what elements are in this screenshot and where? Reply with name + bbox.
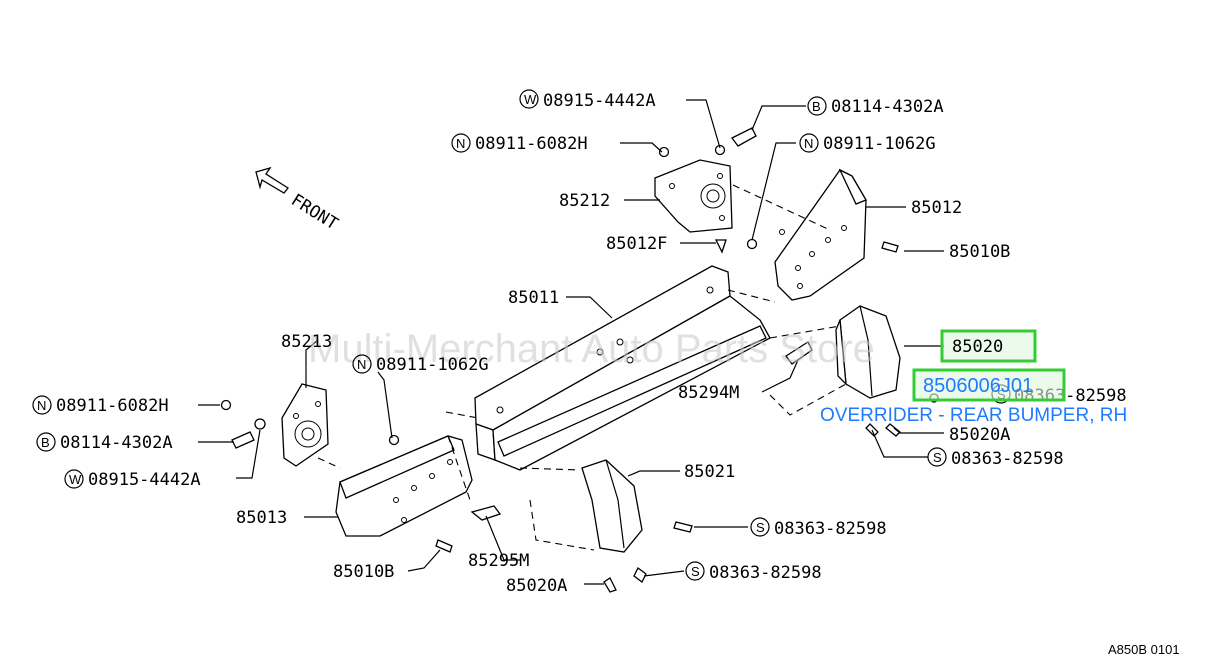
callout-b-08114-4302a-top[interactable]: B 08114-4302A — [807, 96, 944, 117]
svg-text:W: W — [69, 472, 82, 487]
callout-n-08911-6082h-left[interactable]: N 08911-6082H — [32, 395, 169, 416]
callout-85010b-right[interactable]: 85010B — [949, 242, 1010, 262]
svg-text:08915-4442A: 08915-4442A — [543, 91, 656, 111]
svg-text:08363-82598: 08363-82598 — [709, 563, 822, 583]
svg-text:N: N — [357, 357, 366, 372]
callout-85020a-right[interactable]: 85020A — [949, 425, 1010, 445]
callout-85020a-bottom[interactable]: 85020A — [506, 576, 567, 596]
svg-text:N: N — [804, 136, 813, 151]
catalog-number-link[interactable]: 8506006J01 — [923, 375, 1033, 397]
callout-85012f[interactable]: 85012F — [606, 234, 667, 254]
highlight-catalog-link[interactable]: 8506006J01 — [912, 368, 1066, 402]
svg-text:S: S — [756, 520, 765, 535]
svg-text:08114-4302A: 08114-4302A — [60, 433, 173, 453]
svg-text:08114-4302A: 08114-4302A — [831, 97, 944, 117]
callout-85013[interactable]: 85013 — [236, 508, 287, 528]
svg-text:08363-82598: 08363-82598 — [774, 519, 887, 539]
callout-b-08114-4302a-left[interactable]: B 08114-4302A — [36, 432, 173, 453]
bracket-85294m — [785, 341, 813, 365]
bracket-85295m — [470, 505, 502, 521]
svg-text:08911-1062G: 08911-1062G — [376, 355, 489, 375]
callout-w-08915-4442a-top[interactable]: W 08915-4442A — [519, 89, 656, 111]
overrider-lh-85021 — [581, 459, 643, 553]
side-bumper-85013 — [335, 435, 473, 537]
assembly-lines — [317, 184, 847, 551]
callout-85010b-left[interactable]: 85010B — [333, 562, 394, 582]
highlight-85020[interactable]: 85020 — [940, 329, 1037, 363]
callout-s-08363-82598-bottom-2[interactable]: S 08363-82598 — [685, 561, 822, 583]
callout-85012[interactable]: 85012 — [911, 198, 962, 218]
callout-85021[interactable]: 85021 — [684, 462, 735, 482]
callout-85011[interactable]: 85011 — [508, 288, 559, 308]
callout-85294m[interactable]: 85294M — [678, 383, 739, 403]
bracket-85213 — [281, 383, 329, 467]
svg-text:S: S — [691, 564, 700, 579]
callout-85295m[interactable]: 85295M — [468, 551, 529, 571]
svg-text:S: S — [933, 450, 942, 465]
svg-text:W: W — [524, 92, 537, 107]
svg-text:B: B — [812, 99, 821, 114]
front-arrow-icon — [255, 166, 289, 194]
leader-lines — [198, 99, 944, 585]
callout-n-08911-1062g-top[interactable]: N 08911-1062G — [799, 133, 936, 154]
front-label: FRONT — [287, 190, 341, 234]
fasteners — [220, 127, 939, 593]
svg-text:08363-82598: 08363-82598 — [951, 449, 1064, 469]
svg-text:08911-6082H: 08911-6082H — [56, 396, 169, 416]
svg-text:08915-4442A: 08915-4442A — [88, 470, 201, 490]
watermark: Multi-Merchant Auto Parts Store — [308, 327, 875, 371]
callout-n-08911-1062g-mid[interactable]: N 08911-1062G — [352, 354, 489, 375]
svg-text:N: N — [456, 136, 465, 151]
callout-n-08911-6082h-top[interactable]: N 08911-6082H — [451, 133, 588, 154]
bumper-reinforcement-85011 — [474, 265, 771, 471]
diagram-code: A850B 0101 — [1108, 642, 1180, 657]
svg-text:85020: 85020 — [952, 337, 1003, 357]
callout-85212[interactable]: 85212 — [559, 191, 610, 211]
svg-text:08911-1062G: 08911-1062G — [823, 134, 936, 154]
overrider-rh-85020 — [835, 305, 901, 399]
callout-85213[interactable]: 85213 — [281, 332, 332, 352]
svg-text:08911-6082H: 08911-6082H — [475, 134, 588, 154]
svg-text:B: B — [41, 435, 50, 450]
svg-text:N: N — [37, 398, 46, 413]
callout-w-08915-4442a-left[interactable]: W 08915-4442A — [64, 469, 201, 490]
part-description-link[interactable]: OVERRIDER - REAR BUMPER, RH — [820, 405, 1127, 426]
callout-s-08363-82598-bottom-1[interactable]: S 08363-82598 — [750, 517, 887, 539]
callout-s-08363-82598-right-2[interactable]: S 08363-82598 — [927, 447, 1064, 469]
bracket-85212 — [654, 159, 733, 233]
side-bumper-85012 — [774, 168, 867, 301]
